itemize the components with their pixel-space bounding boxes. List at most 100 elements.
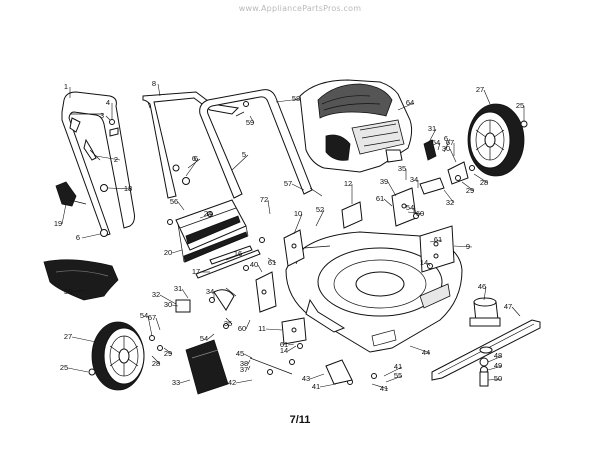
callout-label: 28 bbox=[152, 359, 160, 368]
callout-label: 27 bbox=[476, 85, 484, 94]
callout-leader bbox=[487, 365, 503, 371]
callout-leader bbox=[483, 286, 487, 301]
callout-leader bbox=[287, 345, 297, 352]
callout-label: 11 bbox=[258, 324, 266, 333]
callout-leader bbox=[473, 173, 489, 184]
callout-label: 61 bbox=[434, 235, 442, 244]
rear-bracket-icon bbox=[419, 225, 455, 273]
upper-handle-right-icon bbox=[199, 89, 313, 199]
callout-leader bbox=[267, 257, 277, 264]
callout-leader bbox=[383, 366, 403, 377]
callout-label: 35 bbox=[398, 164, 406, 173]
blade-adapter-icon bbox=[469, 297, 501, 327]
leader-lines bbox=[61, 83, 525, 390]
grass-chute-flap-icon bbox=[43, 259, 119, 301]
callout-label: 72 bbox=[260, 195, 268, 204]
callout-leader bbox=[453, 245, 473, 248]
callout-leader bbox=[159, 294, 177, 305]
callout-label: 20 bbox=[164, 248, 172, 257]
callout-label: 54 bbox=[140, 311, 148, 320]
callout-leader bbox=[67, 367, 89, 373]
callout-label: 29 bbox=[164, 349, 172, 358]
axle-bracket-icon bbox=[283, 201, 363, 267]
callout-label: 47 bbox=[504, 302, 512, 311]
callout-label: 36 bbox=[64, 287, 72, 296]
callout-label: 67 bbox=[148, 313, 156, 322]
engine-icon bbox=[299, 79, 413, 173]
callout-label: 14 bbox=[280, 346, 288, 355]
callout-label: 8 bbox=[152, 79, 156, 88]
callout-label: 46 bbox=[478, 282, 486, 291]
callout-leader bbox=[157, 83, 161, 97]
callout-label: 2 bbox=[114, 155, 118, 164]
callout-label: 34 bbox=[410, 175, 418, 184]
callout-leader bbox=[181, 288, 189, 299]
callout-label: 32 bbox=[446, 198, 454, 207]
callout-label: 59 bbox=[246, 118, 254, 127]
callout-label: 61 bbox=[268, 258, 276, 267]
callout-leader bbox=[383, 198, 393, 207]
hardware-icon bbox=[88, 165, 475, 385]
callout-leader bbox=[315, 209, 325, 227]
callout-leader bbox=[487, 355, 503, 363]
callout-label: 52 bbox=[316, 205, 324, 214]
callout-label: 28 bbox=[480, 178, 488, 187]
callout-leader bbox=[449, 148, 457, 163]
callout-label: 50 bbox=[494, 374, 502, 383]
callout-leader bbox=[243, 353, 253, 359]
callout-leader bbox=[71, 336, 97, 343]
callout-leader bbox=[275, 98, 301, 103]
callout-label: 30 bbox=[442, 144, 450, 153]
callout-leader bbox=[95, 155, 121, 161]
callout-label: 9 bbox=[466, 242, 470, 251]
callout-leader bbox=[225, 317, 233, 325]
callout-leader bbox=[397, 102, 415, 111]
callout-label: 44 bbox=[422, 348, 430, 357]
callout-label: 5 bbox=[242, 150, 246, 159]
callout-leader bbox=[385, 375, 403, 383]
callout-leader bbox=[427, 128, 437, 145]
callout-label: 41 bbox=[312, 382, 320, 391]
callout-label: 54 bbox=[432, 138, 440, 147]
callout-leader bbox=[427, 262, 431, 267]
callout-leader bbox=[257, 264, 263, 273]
callout-label: 6 bbox=[444, 134, 448, 143]
callout-leader bbox=[409, 345, 431, 354]
callout-leader bbox=[265, 328, 283, 331]
callout-label: 49 bbox=[494, 361, 502, 370]
chute-deflector-icon bbox=[175, 199, 249, 263]
callout-label: 64 bbox=[406, 98, 414, 107]
callout-leader bbox=[293, 213, 303, 235]
lower-handle-icon bbox=[61, 91, 135, 237]
deck-bracket-icon bbox=[281, 317, 307, 345]
mower-deck-icon bbox=[285, 231, 463, 353]
callout-leader bbox=[151, 355, 161, 365]
callout-leader bbox=[511, 306, 521, 317]
callout-leader bbox=[387, 181, 397, 197]
callout-leader bbox=[429, 239, 443, 243]
callout-label: 38 bbox=[240, 359, 248, 368]
callout-leader bbox=[443, 189, 455, 204]
callout-label: 17 bbox=[192, 267, 200, 276]
callout-label: 42 bbox=[228, 378, 236, 387]
callout-label: 34 bbox=[206, 287, 214, 296]
callout-leader bbox=[187, 158, 201, 169]
callout-label: 57 bbox=[284, 179, 292, 188]
blade-icon bbox=[431, 319, 541, 381]
callout-label: 32 bbox=[152, 290, 160, 299]
callout-leader bbox=[107, 187, 133, 190]
callout-leader bbox=[487, 378, 503, 381]
callout-label: 10 bbox=[294, 209, 302, 218]
callout-leader bbox=[147, 315, 153, 337]
callout-leader bbox=[231, 154, 249, 171]
callout-leader bbox=[245, 319, 251, 330]
callout-label: 27 bbox=[64, 332, 72, 341]
callout-label: 37 bbox=[240, 365, 248, 374]
callout-label: 41 bbox=[394, 362, 402, 371]
callout-label: 61 bbox=[376, 194, 384, 203]
callout-label: 16 bbox=[234, 249, 242, 258]
callout-label: 4 bbox=[106, 98, 110, 107]
callout-leader bbox=[437, 142, 441, 151]
